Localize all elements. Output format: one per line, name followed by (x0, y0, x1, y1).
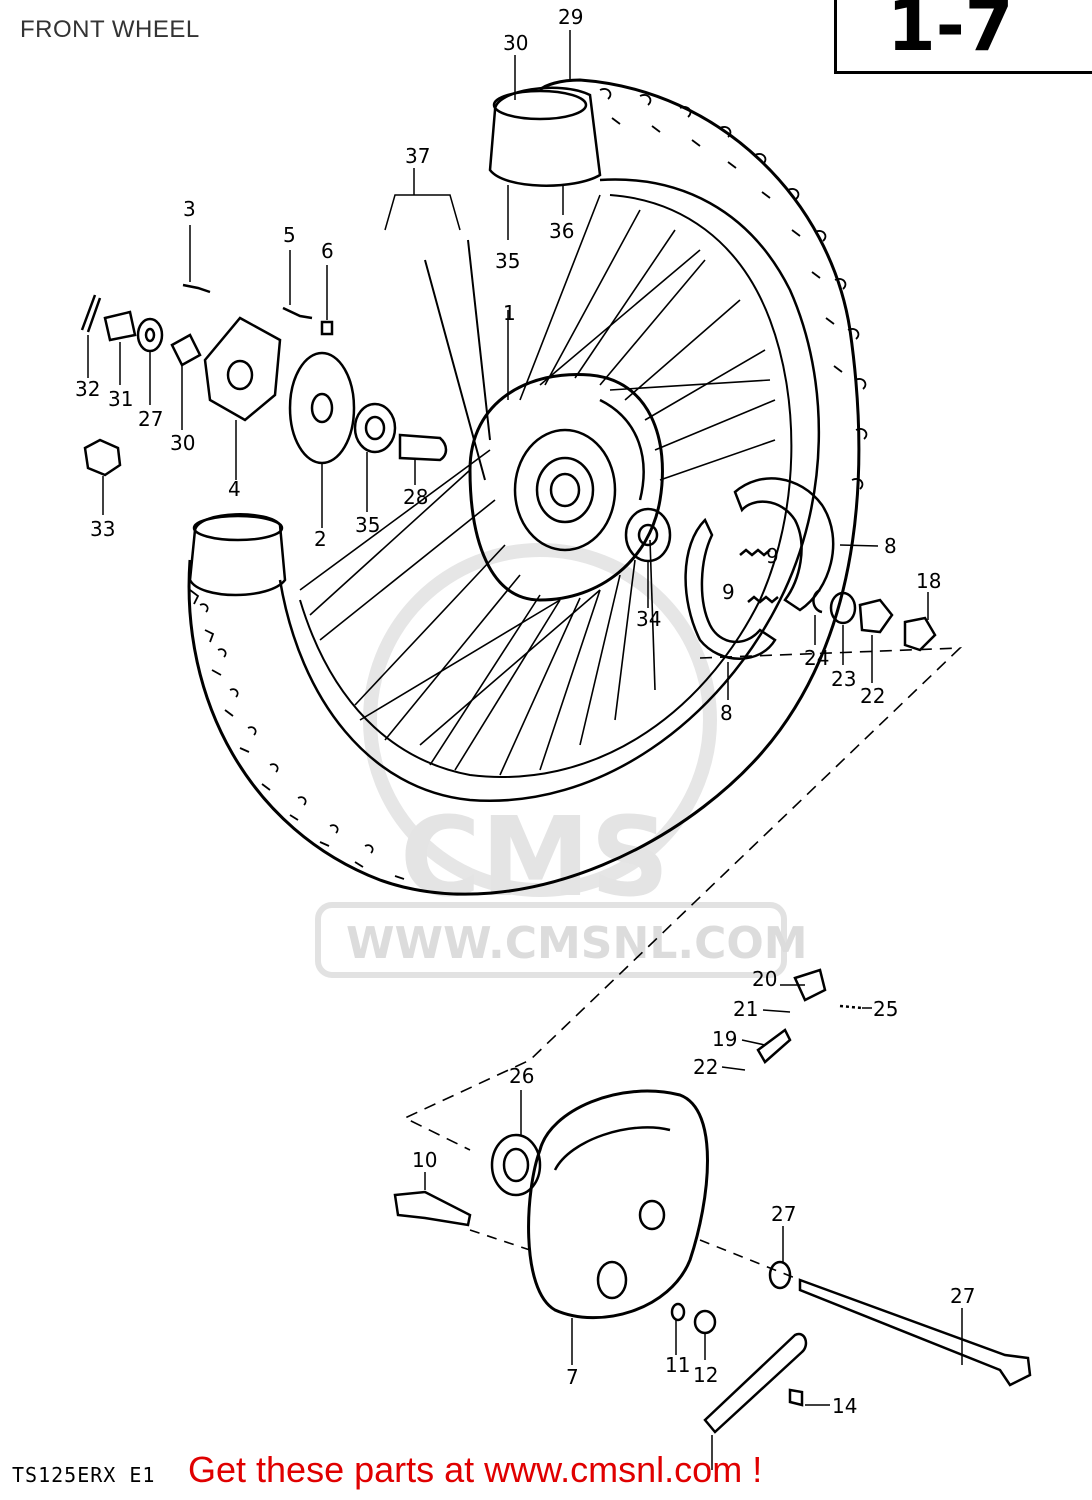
callout-labels: 29 30 37 35 36 1 3 5 6 32 31 27 30 4 2 3… (75, 5, 975, 1418)
part-callout: 29 (558, 5, 583, 29)
front-axle (798, 1278, 1032, 1387)
washer (136, 317, 164, 353)
part-callout: 19 (712, 1027, 737, 1051)
part-callout: 24 (804, 646, 829, 670)
part-callout: 36 (549, 219, 574, 243)
part-callout: 22 (860, 684, 885, 708)
brake-shoe-upper (733, 477, 835, 612)
part-callout: 4 (228, 477, 241, 501)
part-callout: 27 (950, 1284, 975, 1308)
part-callout: 22 (693, 1055, 718, 1079)
model-code: TS125ERX E1 (12, 1463, 156, 1487)
part-callout: 18 (916, 569, 941, 593)
part-callout: 9 (722, 580, 735, 604)
part-callout: 27 (138, 407, 163, 431)
spring (739, 548, 771, 557)
oil-seal (490, 1133, 542, 1197)
part-callout: 14 (832, 1394, 857, 1418)
part-callout: 31 (108, 387, 133, 411)
cotter-pin (80, 294, 102, 333)
part-callout: 33 (90, 517, 115, 541)
part-callout: 7 (566, 1365, 579, 1389)
watermark: CMS WWW.CMSNL.COM (315, 543, 808, 978)
part-callout: 30 (170, 431, 195, 455)
part-callout: 8 (720, 701, 733, 725)
part-callout: 6 (321, 239, 334, 263)
hub (468, 372, 664, 602)
part-callout: 34 (636, 607, 661, 631)
part-callout: 35 (355, 513, 380, 537)
tire (187, 78, 861, 896)
get-parts-link[interactable]: Get these parts at www.cmsnl.com ! (188, 1449, 763, 1490)
tire-tread (189, 88, 868, 880)
part-callout: 8 (884, 534, 897, 558)
part-callout: 10 (412, 1148, 437, 1172)
bolt (182, 283, 211, 294)
brake-panel (527, 1089, 709, 1320)
part-callout: 9 (766, 544, 779, 568)
nut (320, 320, 334, 336)
drive-plate (203, 316, 282, 422)
part-callout: 5 (283, 223, 296, 247)
part-callout: 20 (752, 967, 777, 991)
spokes (299, 194, 776, 776)
brake-panel-group (393, 968, 1032, 1434)
bolt (282, 306, 313, 320)
part-callout: 3 (183, 197, 196, 221)
part-callout: 37 (405, 144, 430, 168)
part-callout: 1 (503, 301, 516, 325)
diagram-number: 1-7 (834, 0, 1092, 74)
part-callout: 32 (75, 377, 100, 401)
watermark-url: WWW.CMSNL.COM (346, 918, 808, 969)
spring (747, 595, 779, 604)
axle-spacer (398, 433, 448, 462)
part-callout: 26 (509, 1064, 534, 1088)
part-callout: 35 (495, 249, 520, 273)
part-callout: 21 (733, 997, 758, 1021)
page-title: FRONT WHEEL (20, 16, 200, 43)
watermark-brand: CMS (400, 793, 669, 921)
part-callout: 11 (665, 1353, 690, 1377)
brake-parts (403, 477, 963, 1151)
part-callout: 23 (831, 667, 856, 691)
bearing (353, 402, 397, 454)
disc (288, 351, 356, 465)
wheel-assembly (187, 78, 868, 896)
part-callout: 27 (771, 1202, 796, 1226)
rim (299, 194, 793, 778)
axle-nut (83, 438, 122, 477)
part-callout: 12 (693, 1363, 718, 1387)
part-callout: 25 (873, 997, 898, 1021)
spacer (170, 333, 202, 367)
castle-nut (103, 310, 137, 342)
part-callout: 28 (403, 485, 428, 509)
part-callout: 30 (503, 31, 528, 55)
brake-shoe-lower (684, 517, 777, 660)
brake-lever (703, 1332, 808, 1434)
part-callout: 2 (314, 527, 327, 551)
brake-cam (393, 1190, 472, 1227)
leader-lines (87, 30, 963, 1470)
